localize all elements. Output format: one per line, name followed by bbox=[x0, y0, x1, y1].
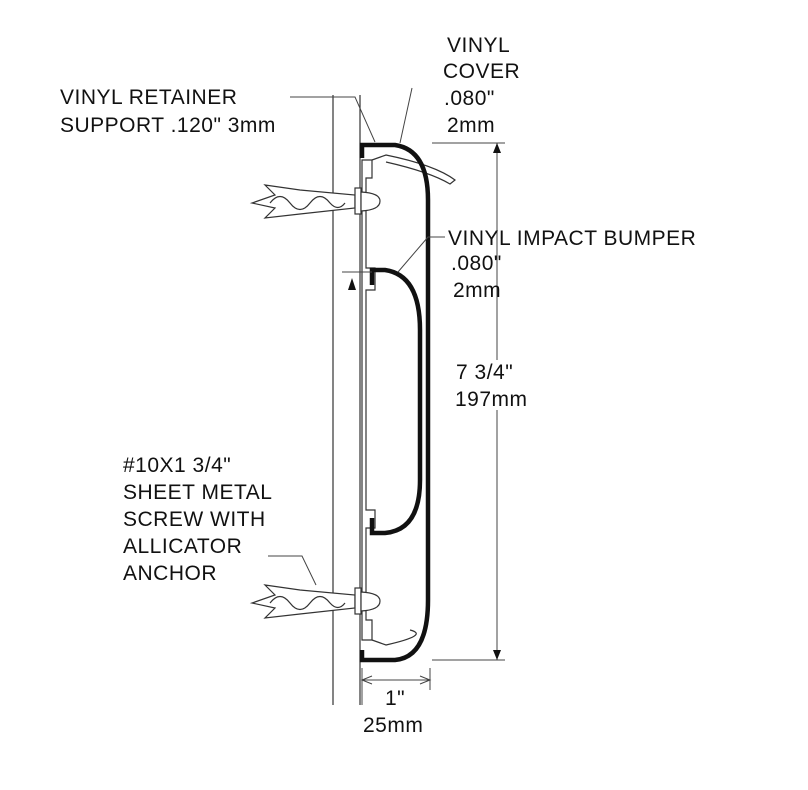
screw-label-2: SHEET METAL bbox=[123, 481, 272, 504]
cover-label-1: VINYL bbox=[447, 34, 510, 57]
screw-label-1: #10X1 3/4" bbox=[123, 454, 231, 477]
bumper-label-1: VINYL IMPACT BUMPER bbox=[448, 227, 696, 250]
cover-label-2: COVER bbox=[443, 60, 520, 83]
height-arrow-top-icon bbox=[493, 143, 501, 153]
bumper-label-3: 2mm bbox=[453, 279, 501, 302]
bumper-label-2: .080" bbox=[451, 252, 502, 275]
vinyl-cover bbox=[359, 142, 431, 663]
retainer-label-2: SUPPORT .120" 3mm bbox=[60, 114, 276, 137]
cover-label-3: .080" bbox=[444, 87, 495, 110]
vinyl-impact-bumper bbox=[369, 267, 423, 536]
cover-leader bbox=[399, 87, 413, 144]
depth-label-1: 1" bbox=[385, 687, 405, 710]
screw-label-3: SCREW WITH bbox=[123, 508, 266, 531]
anchor-screw-bottom bbox=[249, 584, 381, 619]
anchor-screw-top bbox=[249, 184, 381, 219]
bumper-leader bbox=[397, 236, 445, 273]
height-label-2: 197mm bbox=[455, 388, 528, 411]
screw-label-4: ALLICATOR bbox=[123, 535, 242, 558]
retainer-leader bbox=[290, 96, 376, 143]
depth-label-2: 25mm bbox=[363, 714, 423, 737]
retainer-support bbox=[361, 159, 376, 641]
retainer-top-lip bbox=[371, 154, 456, 185]
depth-dim bbox=[360, 668, 432, 705]
screw-label-5: ANCHOR bbox=[123, 562, 217, 585]
cover-label-4: 2mm bbox=[447, 114, 495, 137]
height-arrow-bottom-icon bbox=[493, 650, 501, 660]
height-dim bbox=[432, 142, 505, 661]
screw-leader bbox=[268, 555, 317, 586]
retainer-bottom-lip bbox=[371, 629, 417, 646]
retainer-label-1: VINYL RETAINER bbox=[60, 86, 237, 109]
gap-arrow-icon bbox=[348, 278, 356, 290]
height-label-1: 7 3/4" bbox=[456, 361, 513, 384]
